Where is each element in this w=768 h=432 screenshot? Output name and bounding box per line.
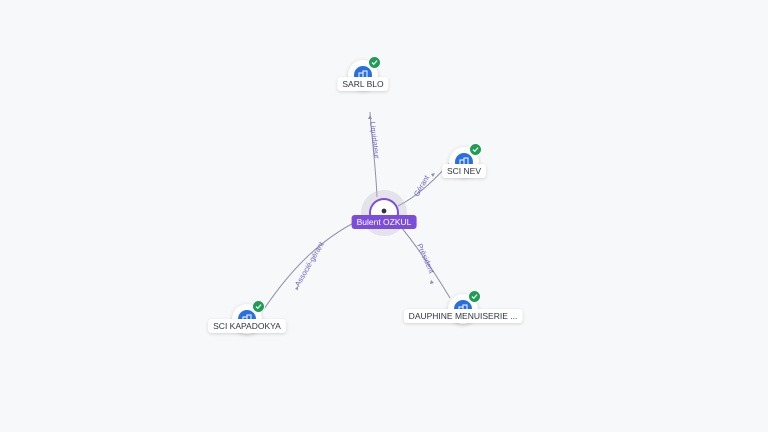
company-node-sci-nev[interactable]: SCI NEV (441, 143, 487, 178)
edge-associe-gerant (261, 215, 369, 313)
company-node-sci-kapadokya[interactable]: SCI KAPADOKYA (208, 300, 286, 334)
company-label: SCI NEV (441, 164, 487, 178)
person-label: Bulent OZKUL (351, 215, 417, 229)
company-label: DAUPHINE MENUISERIE ... (403, 309, 523, 323)
verified-check-icon (252, 300, 265, 313)
edge-arrow (430, 280, 434, 284)
edge-label-liquidateur: Liquidateur (368, 121, 382, 159)
company-node-dauphine[interactable]: DAUPHINE MENUISERIE ... (403, 290, 523, 324)
edge-arrow (368, 115, 372, 119)
person-halo (361, 190, 407, 236)
company-label: SARL BLO (337, 77, 389, 91)
edge-liquidateur (369, 111, 378, 198)
edge-arrow (431, 173, 435, 177)
edge-arrow (295, 286, 298, 290)
company-node-sarl-blo[interactable]: SARL BLO (337, 56, 389, 91)
verified-check-icon (468, 290, 481, 303)
edge-label-president: Président (415, 242, 436, 275)
verified-check-icon (469, 143, 482, 156)
verified-check-icon (368, 56, 381, 69)
person-node-center[interactable]: Bulent OZKUL (351, 190, 417, 236)
edge-label-gerant: Gérant (412, 173, 432, 198)
company-label: SCI KAPADOKYA (208, 319, 286, 333)
edge-label-associe-gerant: Associé-gérant (293, 239, 326, 288)
